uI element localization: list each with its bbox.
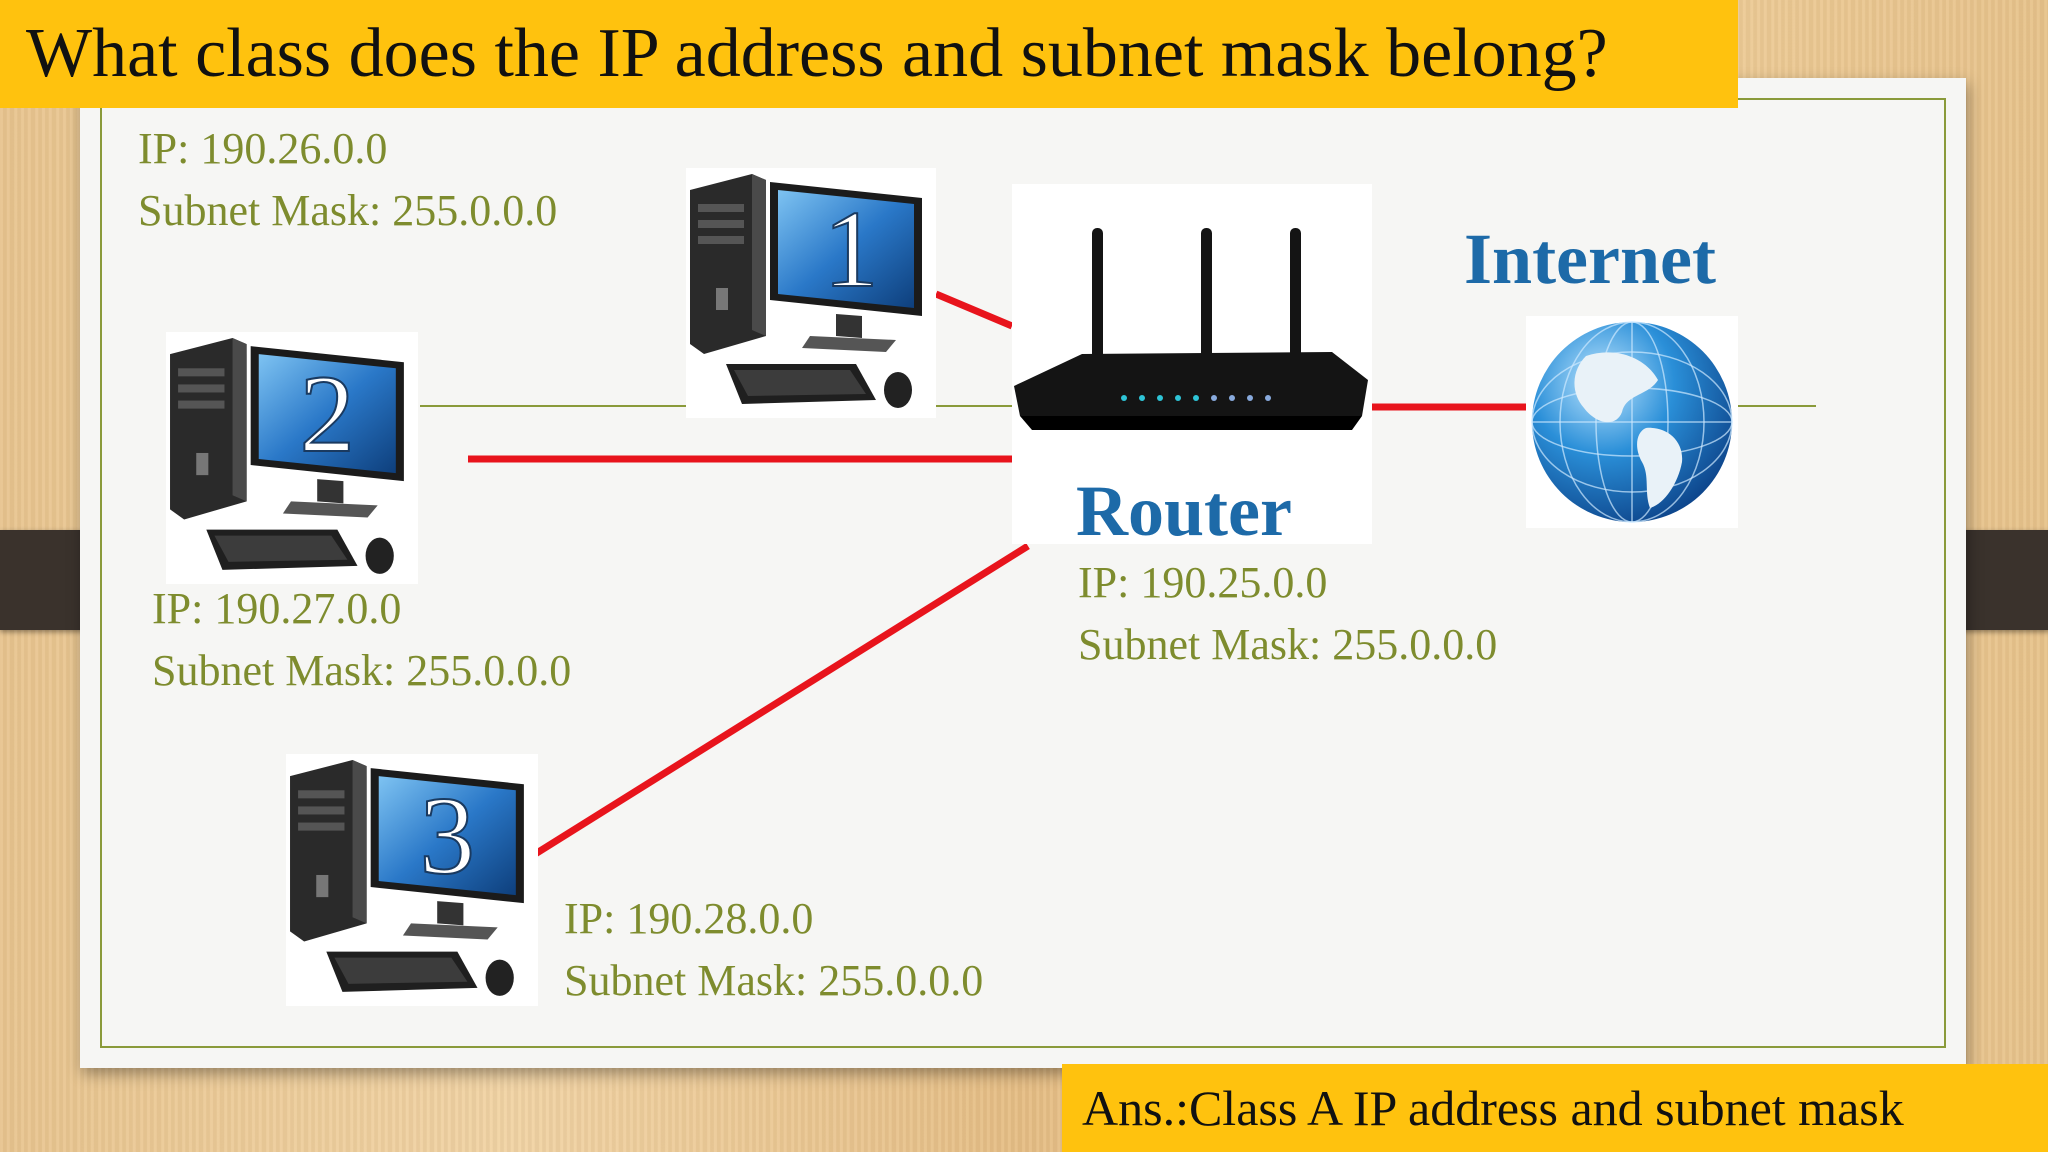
pc1-address-block: IP: 190.26.0.0 Subnet Mask: 255.0.0.0 [138, 118, 557, 242]
internet-label: Internet [1464, 219, 1716, 299]
router-label: Router [1076, 471, 1292, 551]
computer-1: 1 [686, 168, 936, 418]
answer-banner: Ans.:Class A IP address and subnet mask [1062, 1064, 2048, 1152]
answer-text: Ans.:Class A IP address and subnet mask [1082, 1080, 1904, 1136]
wifi-router-icon [1014, 228, 1368, 430]
desktop-computer-icon: 2 [170, 338, 404, 574]
router-ip: IP: 190.25.0.0 [1078, 558, 1328, 607]
computer-3: 3 [286, 754, 538, 1006]
router-device [1012, 184, 1372, 544]
pc2-subnet-mask: Subnet Mask: 255.0.0.0 [152, 646, 572, 695]
link-pc1-router [934, 290, 1014, 330]
computer-2-number: 2 [300, 352, 355, 475]
pc2-ip: IP: 190.27.0.0 [152, 584, 402, 633]
router-subnet-mask: Subnet Mask: 255.0.0.0 [1078, 620, 1498, 669]
desktop-computer-icon: 3 [290, 760, 524, 996]
internet-globe [1526, 316, 1738, 528]
pc2-address-block: IP: 190.27.0.0 Subnet Mask: 255.0.0.0 [152, 578, 571, 702]
router-address-block: IP: 190.25.0.0 Subnet Mask: 255.0.0.0 [1078, 552, 1497, 676]
computer-2: 2 [166, 332, 418, 584]
pc3-subnet-mask: Subnet Mask: 255.0.0.0 [564, 956, 984, 1005]
pc1-ip: IP: 190.26.0.0 [138, 124, 388, 173]
question-title: What class does the IP address and subne… [26, 15, 1608, 92]
question-banner: What class does the IP address and subne… [0, 0, 1738, 108]
pc1-subnet-mask: Subnet Mask: 255.0.0.0 [138, 186, 558, 235]
pc3-address-block: IP: 190.28.0.0 Subnet Mask: 255.0.0.0 [564, 888, 983, 1012]
computer-1-number: 1 [824, 188, 879, 310]
pc3-ip: IP: 190.28.0.0 [564, 894, 814, 943]
globe-icon [1531, 321, 1733, 523]
computer-3-number: 3 [420, 774, 475, 897]
link-pc3-router [530, 543, 1030, 859]
desktop-computer-icon: 1 [690, 174, 922, 408]
